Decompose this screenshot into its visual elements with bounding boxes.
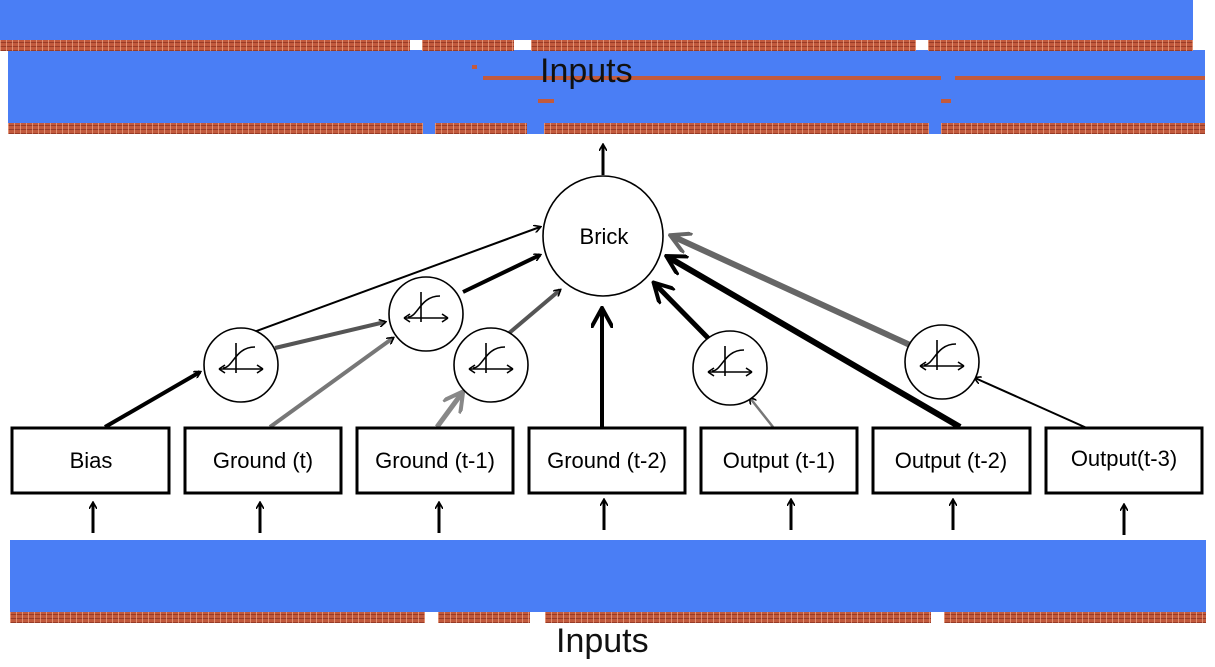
node-label: Output (t-1) [723, 448, 835, 473]
edge-sigt1-brick [506, 290, 560, 336]
bottom-input-band [10, 540, 1206, 612]
input-node-output-t3: Output(t-3) [1044, 426, 1204, 495]
brick-strip [438, 612, 530, 623]
edge-outputt2-brick [668, 257, 962, 430]
sigmoid-node-output-t3 [904, 324, 980, 400]
brick-strip [545, 612, 931, 623]
brick-strip [544, 123, 929, 134]
input-node-ground-t: Ground (t) [183, 426, 343, 495]
edge-sigbias-brick [231, 227, 540, 341]
brick-strip [928, 40, 1193, 51]
edge-sigoutt3-brick [672, 236, 912, 348]
edge-outputt3-sig [975, 378, 1099, 434]
brick-dash [955, 76, 1205, 80]
top-output-band [8, 50, 1205, 134]
node-label: Ground (t-2) [547, 448, 667, 473]
input-node-output-t1: Output (t-1) [699, 426, 859, 495]
brick-label: Brick [580, 224, 630, 249]
edge-sigoutt1-brick [655, 284, 710, 340]
edge-groundt1-sig [434, 393, 462, 429]
node-label: Ground (t-1) [375, 448, 495, 473]
brick-strip [8, 123, 423, 134]
input-arrows [93, 500, 1124, 535]
sigmoid-node-bias [203, 327, 279, 403]
top-input-band [0, 0, 1193, 40]
top-inputs-label: Inputs [540, 52, 633, 90]
edge-outputt1-sig [750, 398, 774, 428]
bottom-inputs-label: Inputs [556, 622, 649, 660]
node-label: Bias [70, 448, 113, 473]
brick-dash [538, 99, 554, 103]
input-node-bias: Bias [10, 426, 171, 495]
brick-node: Brick [542, 175, 664, 297]
sigmoid-node-upper [388, 276, 464, 352]
input-node-ground-t2: Ground (t-2) [527, 426, 687, 495]
brick-strip [422, 40, 514, 51]
brick-strip [941, 123, 1205, 134]
edge-bias-sig [103, 370, 200, 429]
brick-strip [10, 612, 425, 623]
edge-sigupper-brick [462, 255, 540, 294]
brick-dash [483, 76, 941, 80]
edge-groundt-sigupper [268, 336, 393, 429]
node-label: Output(t-3) [1071, 446, 1177, 471]
node-label: Ground (t) [213, 448, 313, 473]
input-node-output-t2: Output (t-2) [871, 426, 1032, 495]
brick-dash [941, 99, 951, 103]
input-node-ground-t1: Ground (t-1) [355, 426, 515, 495]
edge-sigbias-sigupper [274, 322, 385, 350]
brick-strip [944, 612, 1206, 623]
sigmoid-node-output-t1 [692, 330, 768, 406]
brick-strip [0, 40, 410, 51]
node-label: Output (t-2) [895, 448, 1007, 473]
brick-dash [472, 65, 477, 69]
brick-strip [531, 40, 916, 51]
sigmoid-node-ground-t1 [453, 327, 529, 403]
brick-strip [435, 123, 527, 134]
